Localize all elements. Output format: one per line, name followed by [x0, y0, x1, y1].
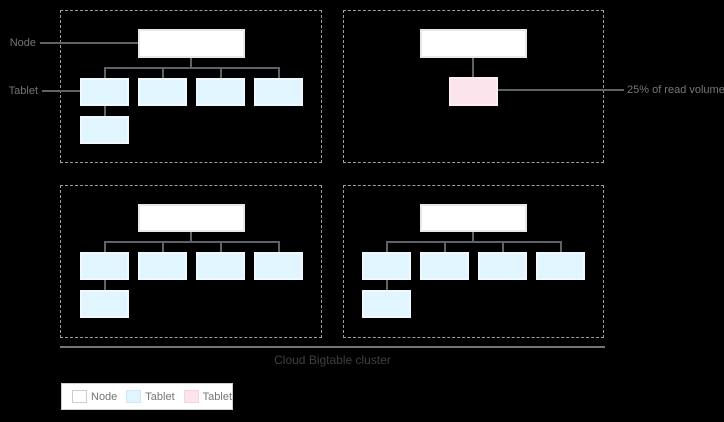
connector-line	[104, 243, 106, 252]
tablet-box	[196, 78, 245, 106]
connector-line	[444, 243, 446, 252]
node-box	[138, 29, 245, 58]
tablet-callout-line	[42, 90, 80, 92]
legend: Node Tablet Tablet	[61, 383, 233, 410]
node-swatch	[72, 390, 87, 403]
connector-line	[560, 243, 562, 252]
connector-line	[190, 232, 192, 242]
read-volume-callout-line	[498, 89, 624, 91]
tablet-box	[254, 252, 303, 280]
node-group-bottom-right	[343, 185, 604, 338]
tablet-box	[80, 116, 129, 144]
legend-label: Tablet	[145, 390, 175, 403]
legend-item-hot-tablet: Tablet	[183, 390, 233, 403]
legend-item-node: Node	[72, 390, 117, 403]
connector-line	[220, 69, 222, 78]
connector-line	[104, 67, 280, 69]
connector-line	[472, 232, 474, 242]
tablet-box	[362, 290, 411, 318]
hot-tablet-swatch	[183, 390, 199, 403]
tablet-box	[196, 252, 245, 280]
connector-line	[162, 243, 164, 252]
hot-tablet-box	[449, 77, 498, 106]
tablet-box	[478, 252, 527, 280]
tablet-box	[80, 290, 129, 318]
connector-line	[386, 241, 562, 243]
node-group-top-right	[343, 10, 604, 163]
node-callout-label: Node	[9, 37, 36, 49]
node-callout-line	[40, 42, 138, 44]
connector-line	[472, 58, 474, 77]
tablet-box	[536, 252, 585, 280]
tablet-box	[254, 78, 303, 106]
node-group-bottom-left	[60, 185, 322, 338]
legend-label: Node	[91, 390, 118, 403]
read-volume-callout-label: 25% of read volume	[627, 84, 724, 96]
connector-line	[386, 280, 388, 290]
cluster-caption: Cloud Bigtable cluster	[274, 353, 391, 367]
connector-line	[190, 58, 192, 68]
connector-line	[502, 243, 504, 252]
node-box	[420, 29, 527, 58]
connector-line	[278, 243, 280, 252]
connector-line	[386, 243, 388, 252]
node-box	[138, 204, 245, 232]
connector-line	[220, 243, 222, 252]
connector-line	[104, 241, 280, 243]
tablet-callout-label: Tablet	[8, 85, 38, 97]
connector-line	[104, 69, 106, 78]
cluster-divider-line	[60, 346, 605, 348]
tablet-swatch	[126, 390, 142, 403]
connector-line	[278, 69, 280, 78]
tablet-box	[138, 252, 187, 280]
connector-line	[104, 106, 106, 116]
node-group-top-left	[60, 10, 322, 163]
connector-line	[162, 69, 164, 78]
node-box	[420, 204, 527, 232]
tablet-box	[420, 252, 469, 280]
tablet-box	[80, 78, 129, 106]
tablet-box	[80, 252, 129, 280]
legend-item-tablet: Tablet	[126, 390, 175, 403]
connector-line	[104, 280, 106, 290]
legend-label: Tablet	[202, 390, 233, 403]
tablet-box	[138, 78, 187, 106]
tablet-box	[362, 252, 411, 280]
